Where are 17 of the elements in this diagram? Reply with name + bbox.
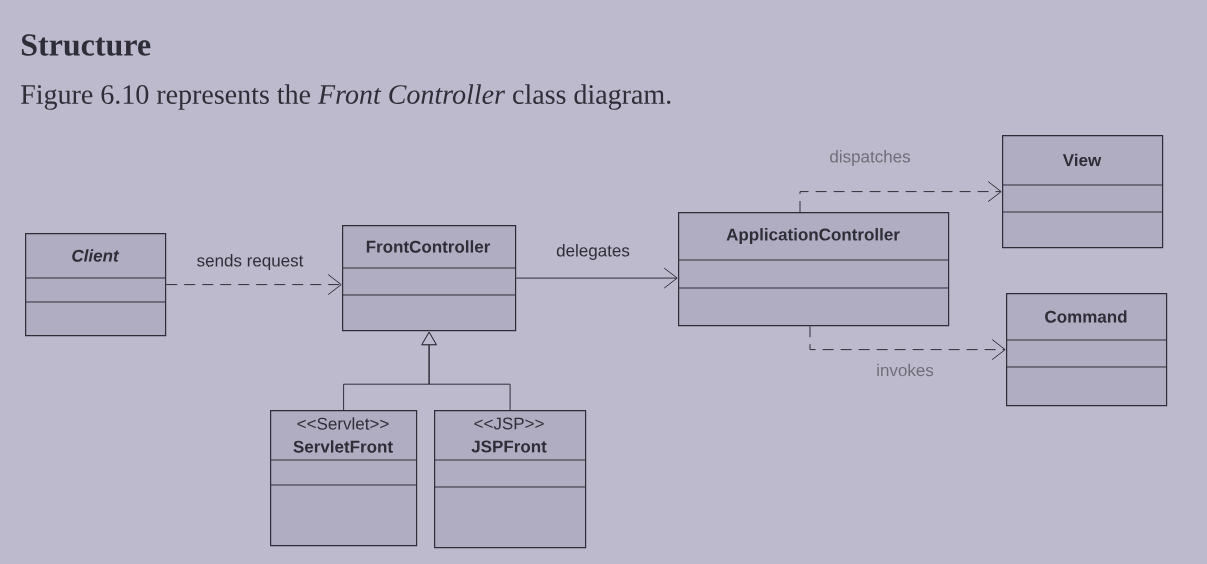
arrow bbox=[799, 181, 1002, 213]
edge-label: dispatches bbox=[828, 149, 912, 167]
edge-label: sends request bbox=[195, 253, 305, 271]
edge-label: delegates bbox=[555, 243, 631, 261]
arrow bbox=[165, 274, 342, 296]
class-box: View bbox=[1001, 135, 1164, 249]
arrow bbox=[515, 267, 678, 289]
intro-sentence: Figure 6.10 represents the Front Controller class diagram. bbox=[21, 84, 671, 110]
class-box: ApplicationController bbox=[677, 212, 950, 327]
arrow bbox=[809, 325, 1006, 361]
section-heading: Structure bbox=[21, 34, 151, 56]
class-box: Client bbox=[24, 233, 167, 337]
class-box: Command bbox=[1005, 293, 1168, 407]
class-box: <<Servlet>> ServletFront bbox=[269, 410, 418, 547]
class-box: FrontController bbox=[341, 225, 517, 332]
class-box: <<JSP>> JSPFront bbox=[433, 410, 587, 549]
generalization-arrow bbox=[421, 331, 511, 411]
